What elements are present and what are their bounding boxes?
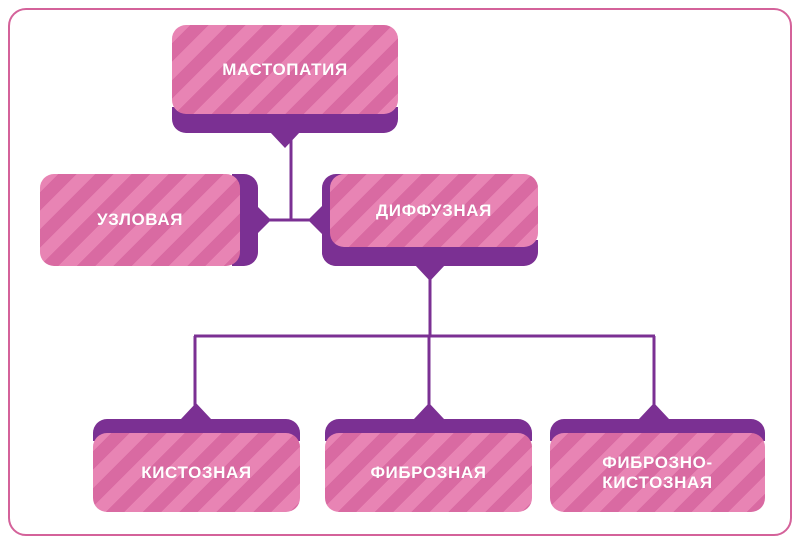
node-mastopathy[interactable]: МАСТОПАТИЯ: [172, 25, 398, 148]
node-cystic-up-nub: [181, 403, 211, 419]
node-fibrocystic[interactable]: ФИБРОЗНО- КИСТОЗНАЯ: [550, 403, 765, 512]
node-fibrous-label: ФИБРОЗНАЯ: [370, 462, 487, 482]
node-diffuse-body: ДИФФУЗНАЯ: [330, 174, 538, 247]
node-fibrocystic-label: ФИБРОЗНО- КИСТОЗНАЯ: [602, 452, 713, 492]
node-fibrous-body: ФИБРОЗНАЯ: [325, 433, 532, 512]
node-nodular-body: УЗЛОВАЯ: [40, 174, 240, 266]
node-fibrous-up-nub: [414, 403, 444, 419]
node-cystic-label: КИСТОЗНАЯ: [141, 462, 252, 482]
node-cystic[interactable]: КИСТОЗНАЯ: [93, 403, 300, 512]
node-mastopathy-body: МАСТОПАТИЯ: [172, 25, 398, 114]
node-diffuse[interactable]: ДИФФУЗНАЯ: [308, 174, 538, 281]
node-diffuse-left-nub: [308, 206, 322, 234]
node-cystic-body: КИСТОЗНАЯ: [93, 433, 300, 512]
node-fibrocystic-body: ФИБРОЗНО- КИСТОЗНАЯ: [550, 433, 765, 512]
node-fibrocystic-up-nub: [639, 403, 669, 419]
node-nodular-label: УЗЛОВАЯ: [96, 210, 184, 230]
node-nodular[interactable]: УЗЛОВАЯ: [40, 174, 271, 266]
node-nodular-right-nub: [257, 206, 271, 234]
node-diffuse-label: ДИФФУЗНАЯ: [376, 200, 492, 220]
node-mastopathy-label: МАСТОПАТИЯ: [222, 59, 348, 79]
node-mastopathy-down-nub: [270, 132, 300, 148]
node-diffuse-down-nub: [415, 265, 445, 281]
node-fibrous[interactable]: ФИБРОЗНАЯ: [325, 403, 532, 512]
